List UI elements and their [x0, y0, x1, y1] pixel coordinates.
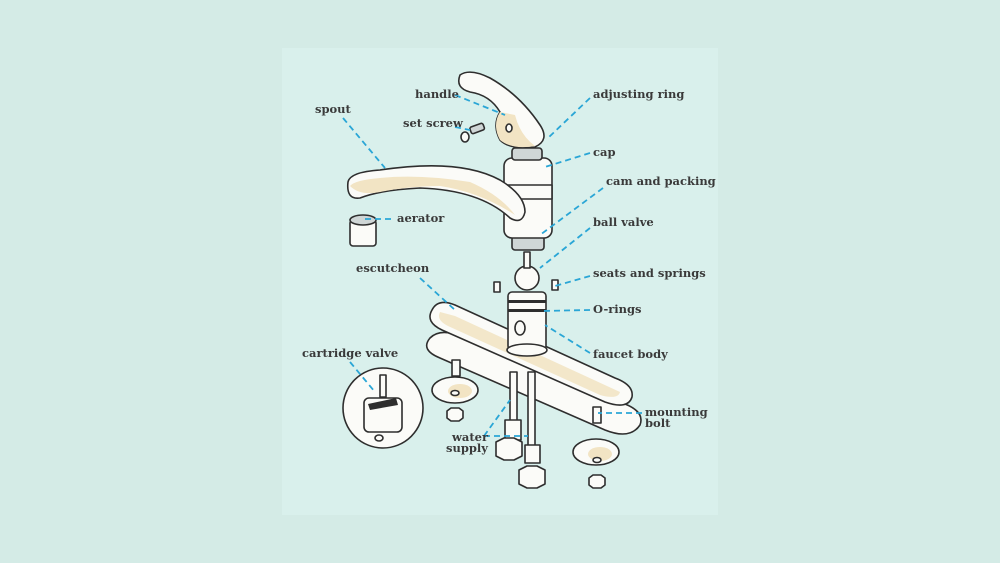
label-aerator: aerator [397, 211, 445, 225]
label-spout: spout [315, 102, 352, 116]
label-mounting-bolt-line1: mounting [645, 405, 708, 419]
cartridge-valve-inset [342, 367, 424, 449]
label-escutcheon: escutcheon [356, 261, 430, 275]
aerator-part [349, 214, 377, 247]
label-mounting-bolt-line2: bolt [645, 416, 671, 430]
label-o-rings: O-rings [593, 302, 642, 316]
ball-valve-part [514, 251, 540, 291]
handle-part [457, 71, 545, 149]
label-cartridge-valve: cartridge valve [302, 346, 398, 360]
label-cam-and-packing: cam and packing [606, 174, 716, 188]
label-set-screw: set screw [403, 116, 464, 130]
label-water-supply-line1: water [451, 430, 489, 444]
label-ball-valve: ball valve [593, 215, 654, 229]
washers-and-nuts [431, 376, 620, 489]
leader-lines [342, 94, 642, 437]
label-handle: handle [415, 87, 459, 101]
label-adjusting-ring: adjusting ring [593, 87, 684, 101]
faucet-body-part [506, 291, 548, 357]
label-seats-and-springs: seats and springs [593, 266, 706, 280]
water-supply-part [451, 359, 602, 489]
spout-part [346, 164, 526, 222]
label-faucet-body: faucet body [593, 347, 668, 361]
set-screw-part [460, 122, 486, 143]
label-water-supply-line2: supply [446, 441, 488, 455]
label-cap: cap [593, 145, 616, 159]
